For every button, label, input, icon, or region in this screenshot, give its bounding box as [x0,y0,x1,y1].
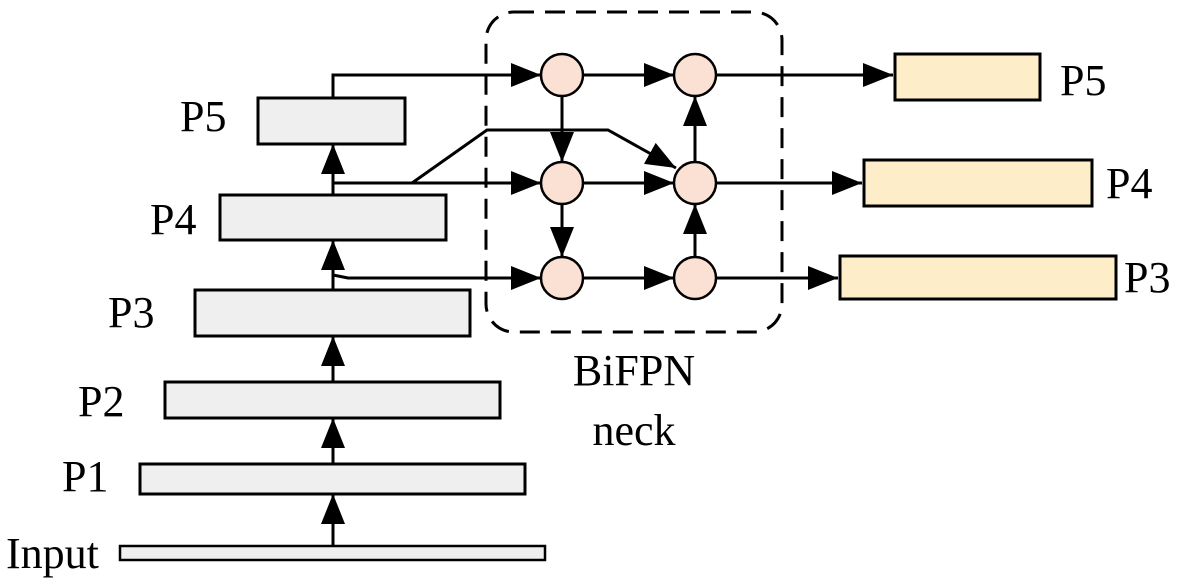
bifpn-neck-boundary [484,10,784,334]
neck-label-line1: BiFPN [573,346,695,395]
backbone-p2-label: P2 [78,377,124,426]
bifpn-node-p5-b [672,52,718,98]
output-p5-box [893,52,1042,102]
output-p3-label: P3 [1124,253,1170,302]
backbone-p3-label: P3 [108,288,154,337]
bifpn-node-p3-a [539,255,585,301]
bifpn-node-p4-b [672,160,718,206]
backbone-p4-box [218,193,448,242]
backbone-p2-box [163,380,502,420]
neck-label-line2: neck [592,406,675,455]
output-p4-label: P4 [1106,159,1152,208]
backbone-p3-box [193,288,472,338]
bifpn-node-p4-a [539,160,585,206]
lateral-p5 [331,63,541,98]
backbone-p4-label: P4 [150,195,196,244]
bifpn-node-p5-a [539,52,585,98]
backbone-p1-label: P1 [62,452,108,501]
output-p3-box [838,254,1118,301]
backbone-p1-box [138,462,527,496]
bifpn-node-p3-b [672,255,718,301]
input-bar [118,544,547,562]
backbone-p5-label: P5 [180,92,226,141]
output-p4-box [862,158,1094,208]
skip-p4-to-n4b [411,128,677,185]
output-p5-label: P5 [1060,56,1106,105]
backbone-p5-box [256,96,407,146]
input-label: Input [6,529,99,578]
lateral-p3 [332,266,541,290]
